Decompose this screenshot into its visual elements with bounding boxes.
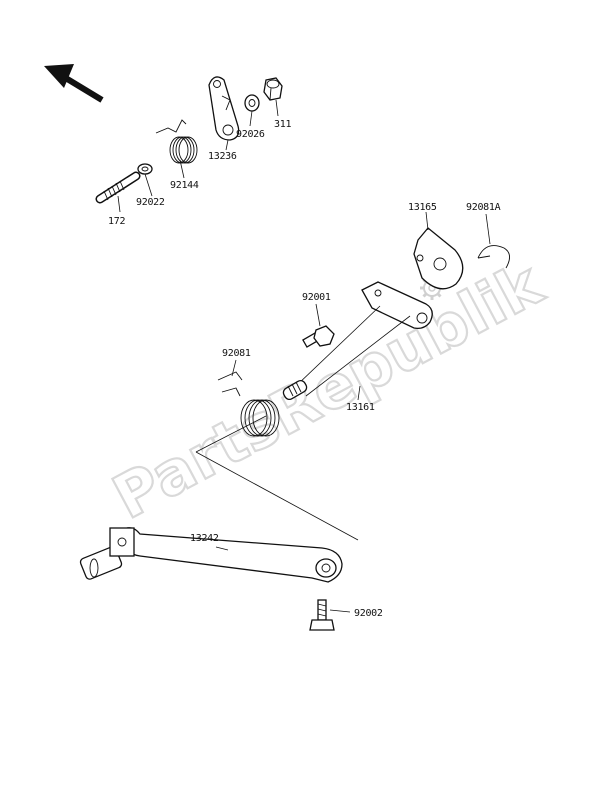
arrow-front-icon — [44, 64, 104, 103]
label-311: 311 — [274, 119, 291, 130]
collar-92026 — [244, 94, 260, 112]
spring-92144 — [155, 119, 198, 164]
label-92081: 92081 — [222, 348, 251, 359]
label-92026: 92026 — [236, 129, 265, 140]
washer-92022 — [137, 163, 153, 175]
pin-172 — [95, 171, 141, 204]
label-92001: 92001 — [302, 292, 331, 303]
label-13236: 13236 — [208, 151, 237, 162]
clip-92081A — [477, 245, 510, 269]
watermark-text: PartsRepublik — [102, 248, 555, 533]
shaft-13161 — [295, 281, 433, 397]
plate-13165 — [413, 227, 464, 290]
bolt-92002 — [309, 599, 335, 631]
pedal-13242 — [79, 527, 343, 583]
label-92081A: 92081A — [466, 202, 501, 213]
label-172: 172 — [108, 216, 125, 227]
nut-311 — [263, 77, 283, 101]
lever-13236 — [208, 76, 240, 141]
label-13242: 13242 — [190, 533, 219, 544]
spring-92081 — [217, 371, 280, 437]
leader-lines — [117, 99, 491, 613]
label-13165: 13165 — [408, 202, 437, 213]
label-92144: 92144 — [170, 180, 199, 191]
label-92002: 92002 — [354, 608, 383, 619]
bearing — [282, 379, 308, 401]
label-92022: 92022 — [136, 197, 165, 208]
bolt-92001 — [302, 325, 335, 348]
label-13161: 13161 — [346, 402, 375, 413]
